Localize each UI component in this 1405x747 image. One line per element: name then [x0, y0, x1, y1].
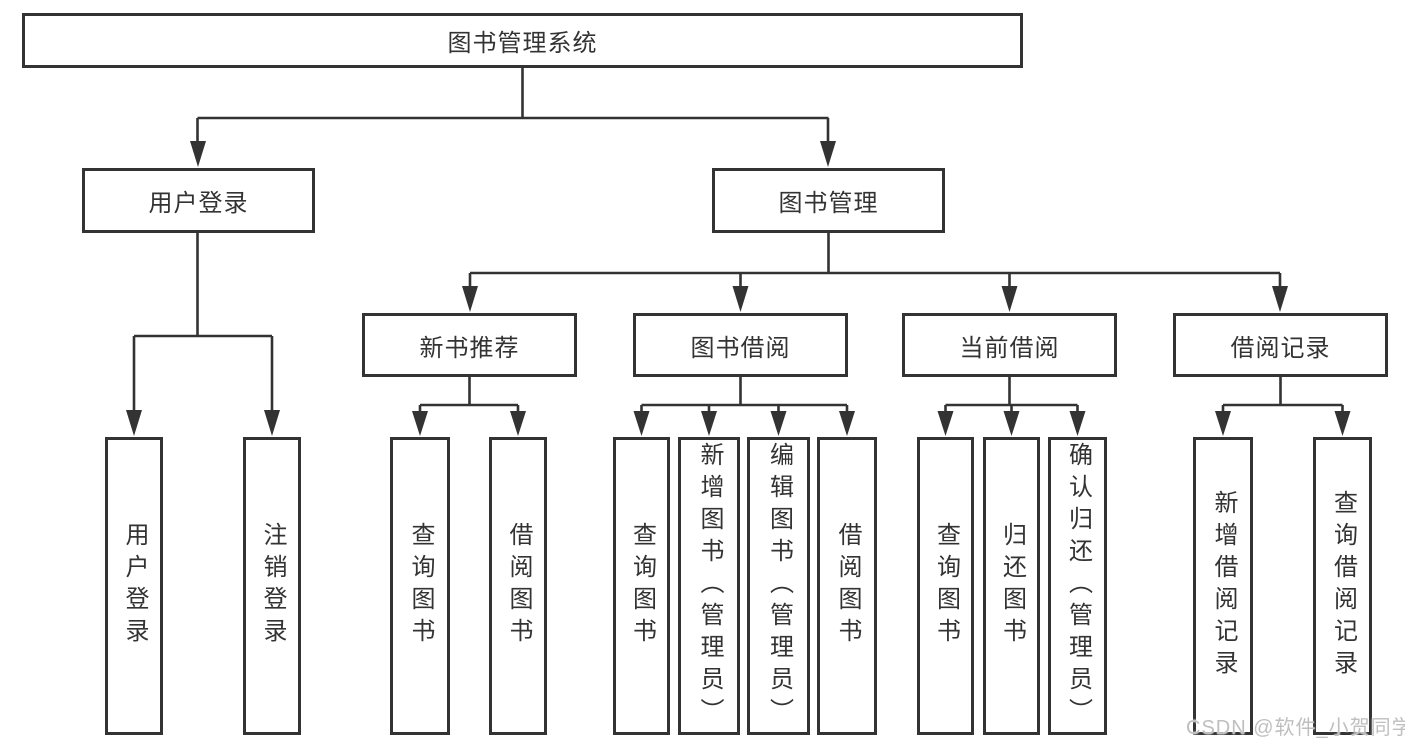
node-book-management: 图书管理 — [712, 168, 945, 233]
leaf-query-book-current-label: 查询图书 — [932, 522, 960, 650]
leaf-add-borrow-record: 新增借阅记录 — [1193, 437, 1253, 735]
leaf-borrow-book-borrow: 借阅图书 — [817, 437, 877, 735]
node-book-borrow: 图书借阅 — [633, 313, 848, 377]
leaf-user-login-label: 用户登录 — [121, 522, 148, 650]
leaf-query-borrow-record-label: 查询借阅记录 — [1329, 490, 1357, 682]
node-new-book-recommend: 新书推荐 — [362, 313, 577, 377]
node-borrow-record: 借阅记录 — [1173, 313, 1388, 377]
leaf-confirm-return-label: 确认归还（管理员） — [1064, 442, 1092, 730]
leaf-query-book-current: 查询图书 — [917, 437, 974, 735]
leaf-user-login: 用户登录 — [105, 437, 163, 735]
leaf-query-book-recommend: 查询图书 — [390, 437, 450, 735]
node-current-borrow: 当前借阅 — [902, 313, 1117, 377]
node-root: 图书管理系统 — [22, 13, 1023, 68]
leaf-confirm-return: 确认归还（管理员） — [1048, 437, 1107, 735]
leaf-query-book-borrow-label: 查询图书 — [628, 522, 656, 650]
leaf-borrow-book-recommend: 借阅图书 — [489, 437, 547, 735]
leaf-add-book-label: 新增图书（管理员） — [696, 442, 723, 730]
leaf-return-book-label: 归还图书 — [998, 522, 1026, 650]
leaf-borrow-book-borrow-label: 借阅图书 — [834, 522, 861, 650]
node-user-login: 用户登录 — [82, 168, 315, 233]
leaf-return-book: 归还图书 — [983, 437, 1040, 735]
leaf-logout-label: 注销登录 — [259, 522, 286, 650]
leaf-add-book: 新增图书（管理员） — [678, 437, 740, 735]
leaf-add-borrow-record-label: 新增借阅记录 — [1210, 490, 1237, 682]
leaf-borrow-book-recommend-label: 借阅图书 — [505, 522, 532, 650]
csdn-watermark: CSDN @软件_小贺同学 — [1186, 717, 1405, 739]
leaf-query-book-recommend-label: 查询图书 — [407, 522, 434, 650]
leaf-edit-book-label: 编辑图书（管理员） — [765, 442, 793, 730]
leaf-logout: 注销登录 — [243, 437, 301, 735]
leaf-query-book-borrow: 查询图书 — [613, 437, 670, 735]
leaf-edit-book: 编辑图书（管理员） — [747, 437, 810, 735]
leaf-query-borrow-record: 查询借阅记录 — [1313, 437, 1372, 735]
